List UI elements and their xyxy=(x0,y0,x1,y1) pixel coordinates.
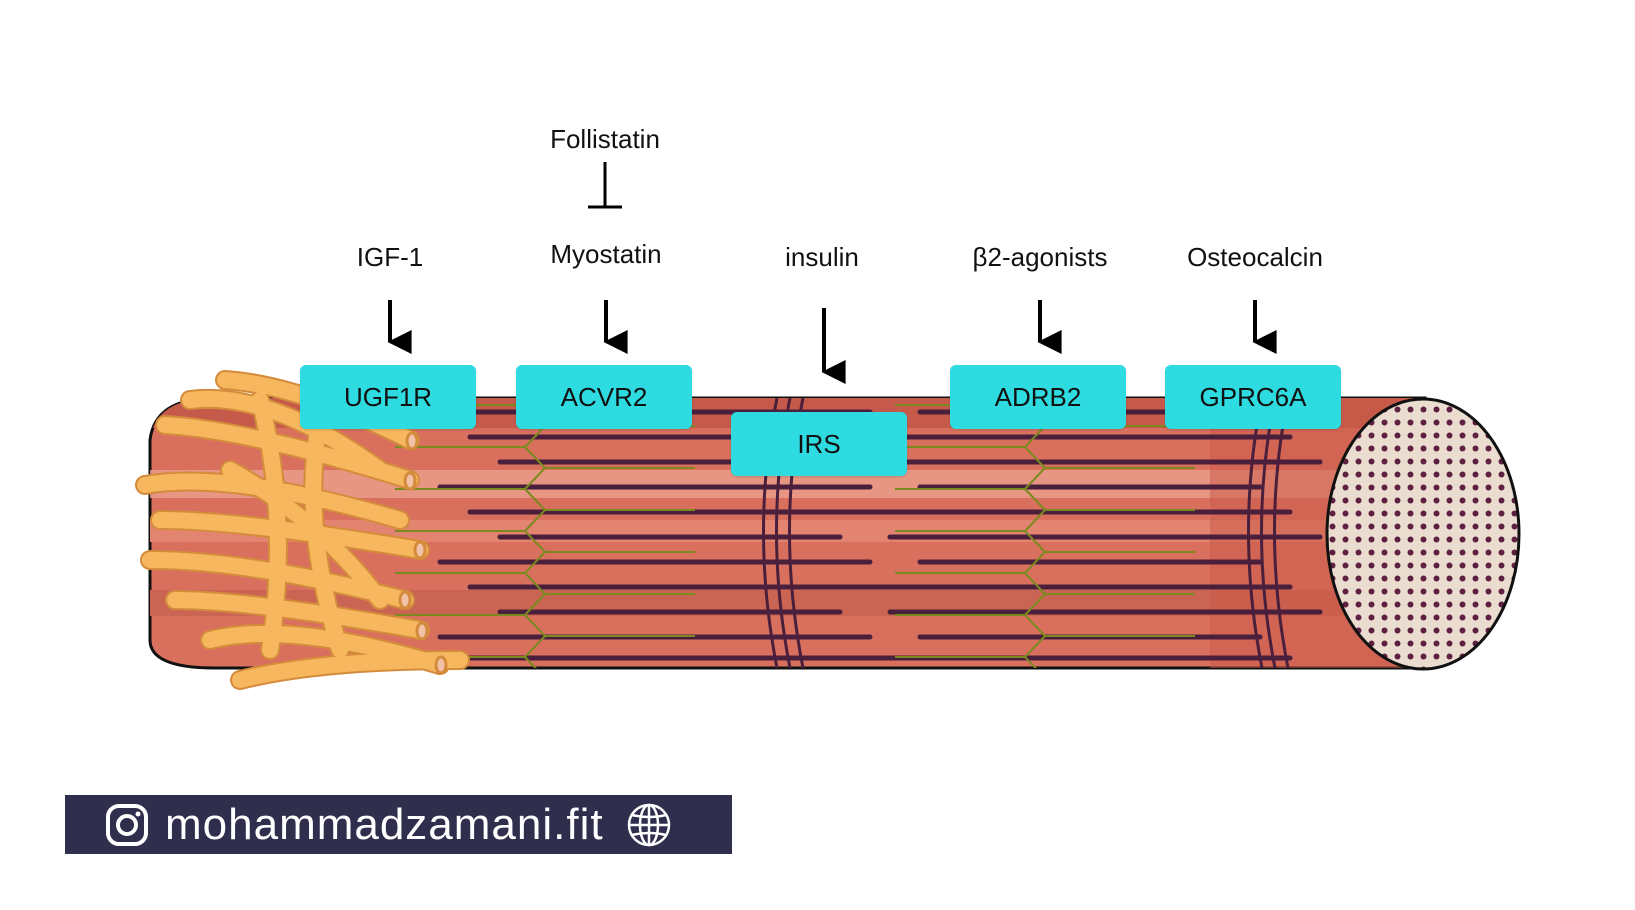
label-insulin: insulin xyxy=(785,242,859,272)
label-myostatin: Myostatin xyxy=(550,239,662,269)
label-igf1: IGF-1 xyxy=(356,242,424,272)
globe-icon xyxy=(627,803,670,846)
receptor-adrb2: ADRB2 xyxy=(950,365,1126,429)
banner-handle: mohammadzamani.fit xyxy=(165,799,604,849)
label-follistatin: Follistatin xyxy=(550,124,660,154)
nerve-network xyxy=(135,370,470,690)
signal-arrows xyxy=(387,300,1277,384)
instagram-icon xyxy=(106,803,148,846)
receptor-irs: IRS xyxy=(731,412,907,476)
receptor-ugf1r: UGF1R xyxy=(300,365,476,429)
label-beta2-agonists: β2-agonists xyxy=(972,242,1108,272)
receptor-gprc6a: GPRC6A xyxy=(1165,365,1341,429)
fiber-cross-section xyxy=(1325,397,1521,671)
receptor-acvr2: ACVR2 xyxy=(516,365,692,429)
label-osteocalcin: Osteocalcin xyxy=(1187,242,1323,272)
watermark-banner: mohammadzamani.fit xyxy=(65,795,732,854)
inhibition-symbol xyxy=(588,162,622,209)
